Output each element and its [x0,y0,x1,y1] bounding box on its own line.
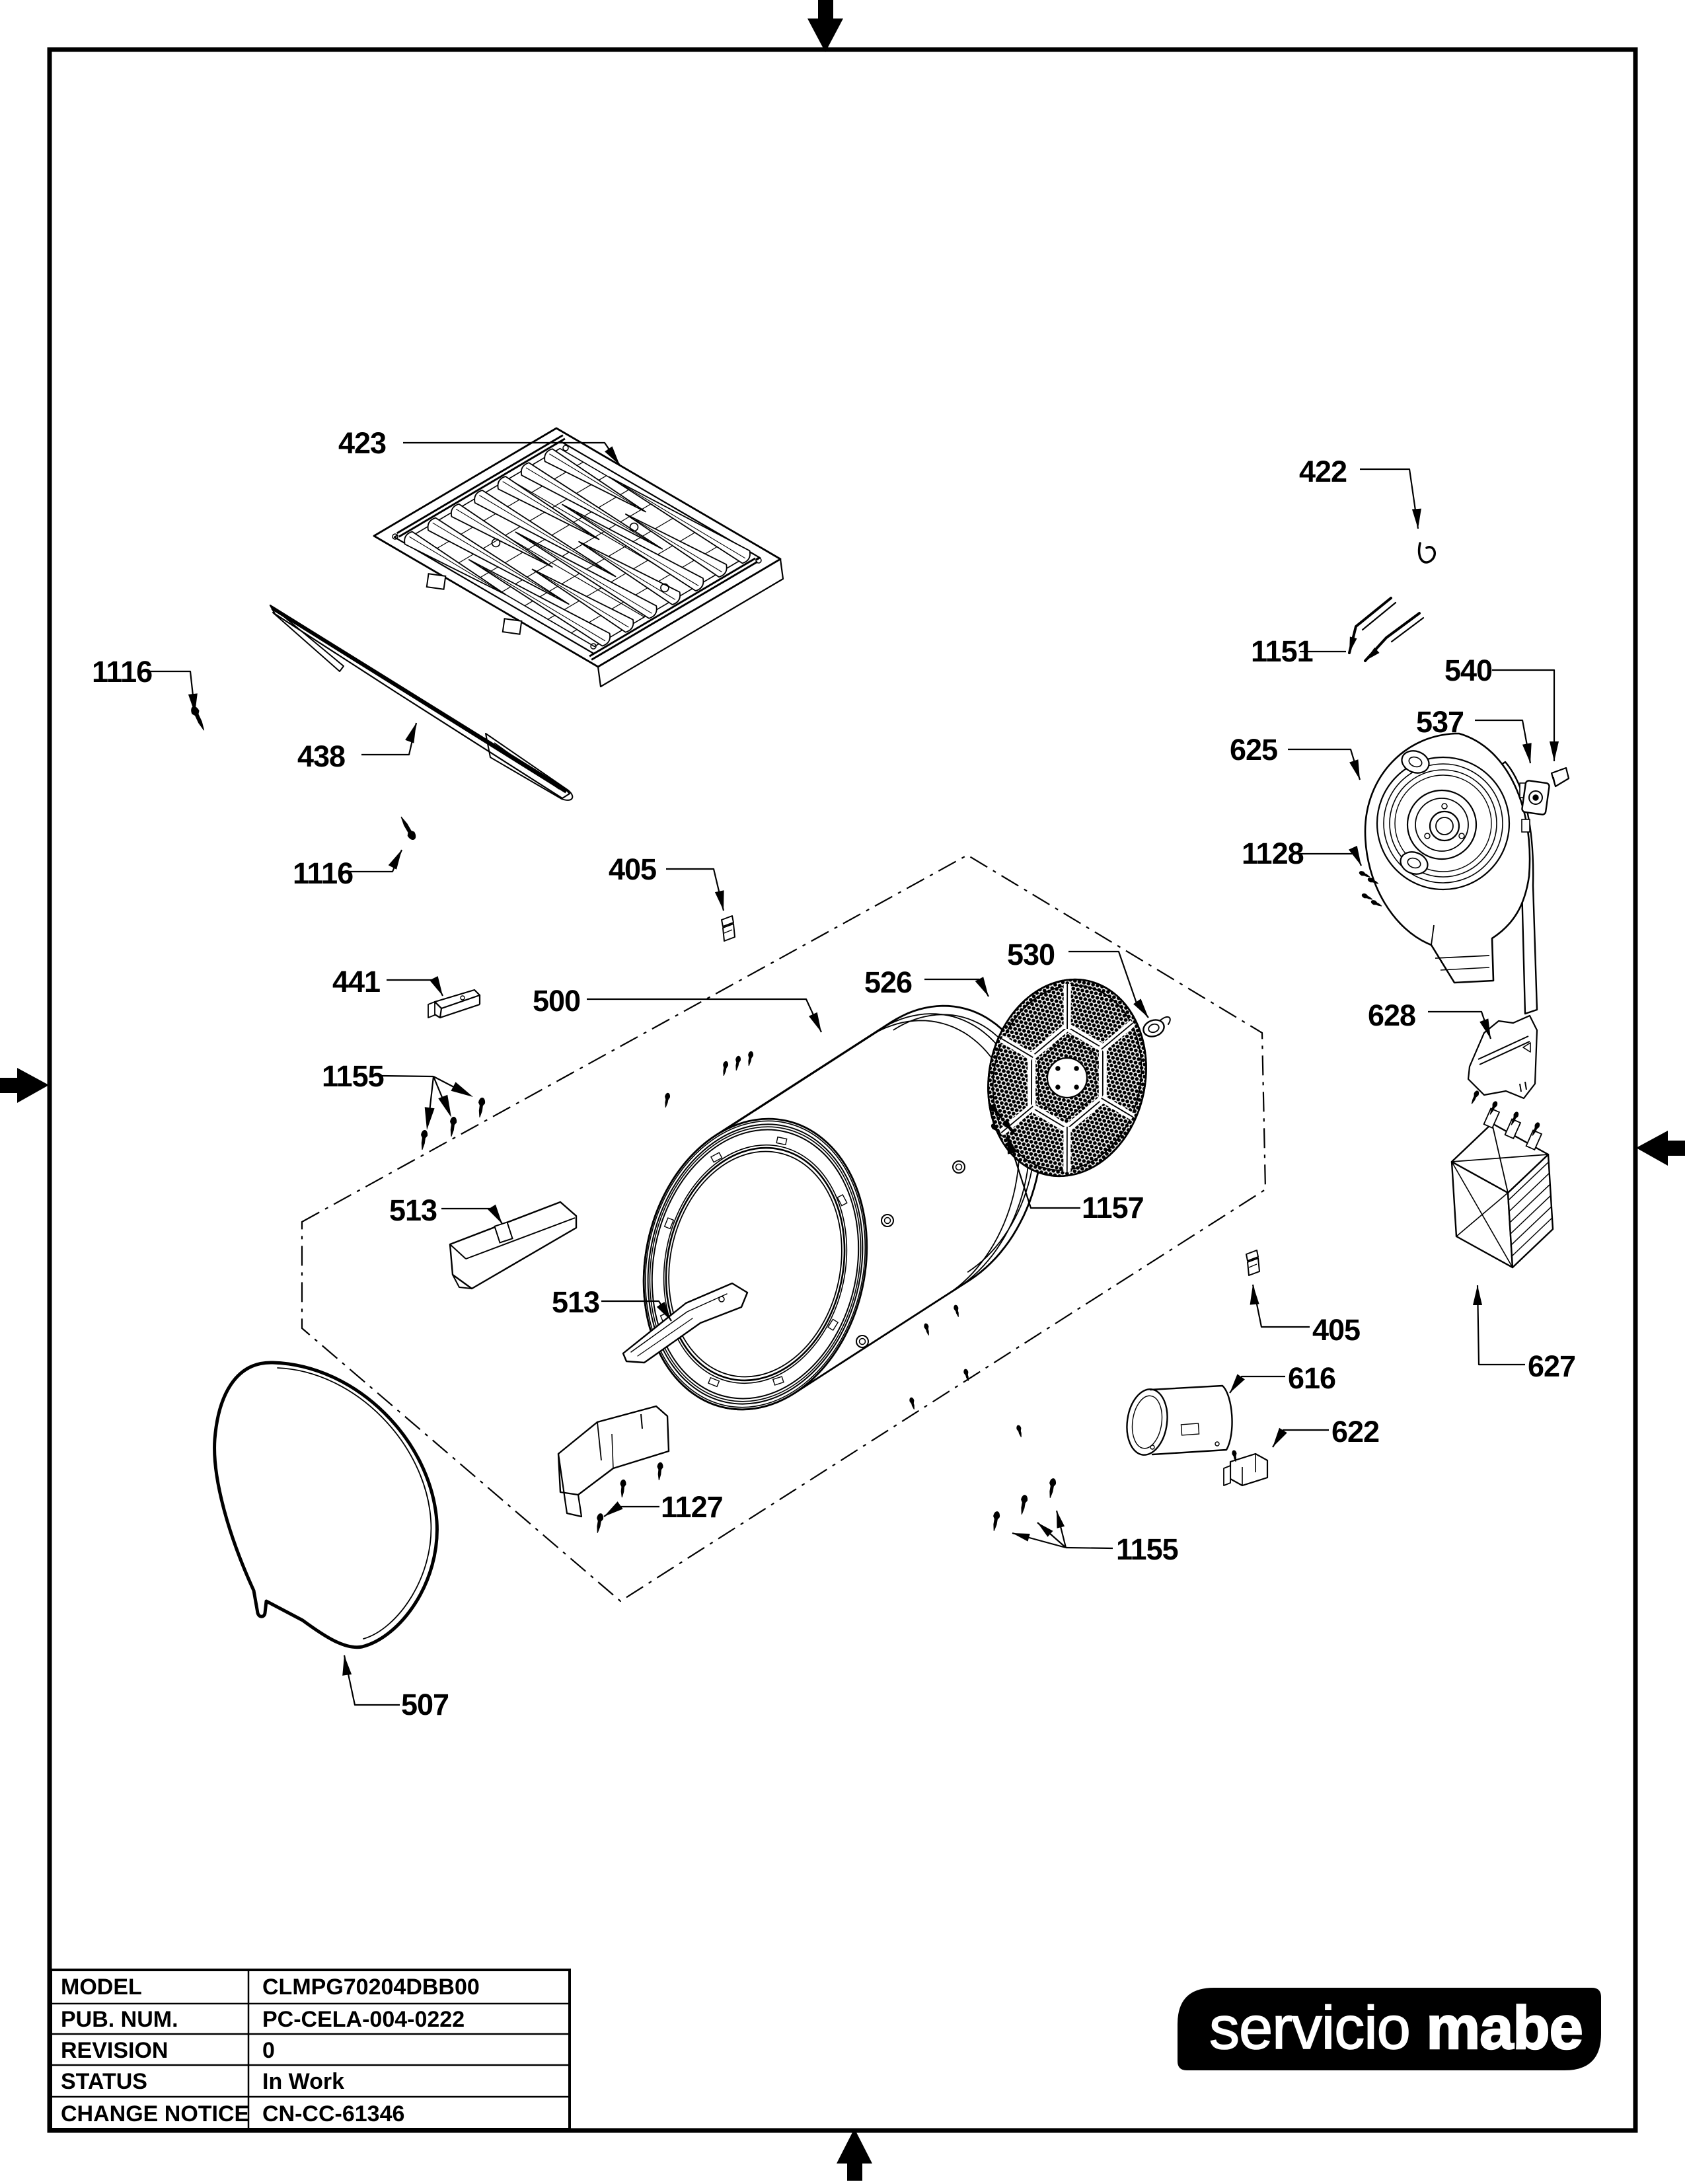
svg-text:1155: 1155 [322,1059,384,1093]
svg-text:1127: 1127 [661,1490,723,1524]
svg-text:REVISION: REVISION [61,2038,168,2063]
svg-text:1128: 1128 [1242,837,1304,870]
svg-text:CHANGE NOTICE: CHANGE NOTICE [61,2101,249,2127]
svg-text:513: 513 [389,1193,437,1227]
svg-text:438: 438 [297,739,345,773]
svg-text:625: 625 [1230,733,1277,767]
svg-text:507: 507 [401,1688,449,1721]
svg-text:STATUS: STATUS [61,2069,147,2094]
svg-text:628: 628 [1368,998,1415,1032]
svg-text:1116: 1116 [293,856,353,890]
svg-text:0: 0 [262,2038,275,2063]
svg-text:441: 441 [332,965,380,998]
svg-text:526: 526 [864,965,912,999]
svg-text:1155: 1155 [1116,1532,1178,1566]
svg-text:500: 500 [533,984,580,1018]
svg-text:537: 537 [1416,705,1464,739]
svg-text:In Work: In Work [262,2069,344,2094]
svg-text:CLMPG70204DBB00: CLMPG70204DBB00 [262,1975,480,2000]
svg-text:622: 622 [1331,1415,1379,1449]
svg-text:422: 422 [1299,455,1347,488]
svg-text:405: 405 [1312,1313,1360,1347]
svg-text:540: 540 [1444,654,1492,687]
svg-text:MODEL: MODEL [61,1975,142,2000]
svg-text:530: 530 [1007,938,1055,971]
svg-text:423: 423 [338,426,386,460]
svg-text:616: 616 [1288,1361,1335,1395]
svg-text:CN-CC-61346: CN-CC-61346 [262,2101,404,2127]
svg-text:405: 405 [609,852,656,886]
svg-text:PC-CELA-004-0222: PC-CELA-004-0222 [262,2007,465,2032]
svg-text:PUB. NUM.: PUB. NUM. [61,2007,178,2032]
svg-text:1157: 1157 [1082,1191,1144,1224]
svg-text:627: 627 [1528,1349,1575,1383]
svg-text:servicio mabe: servicio mabe [1209,1994,1583,2062]
svg-text:513: 513 [552,1285,599,1319]
